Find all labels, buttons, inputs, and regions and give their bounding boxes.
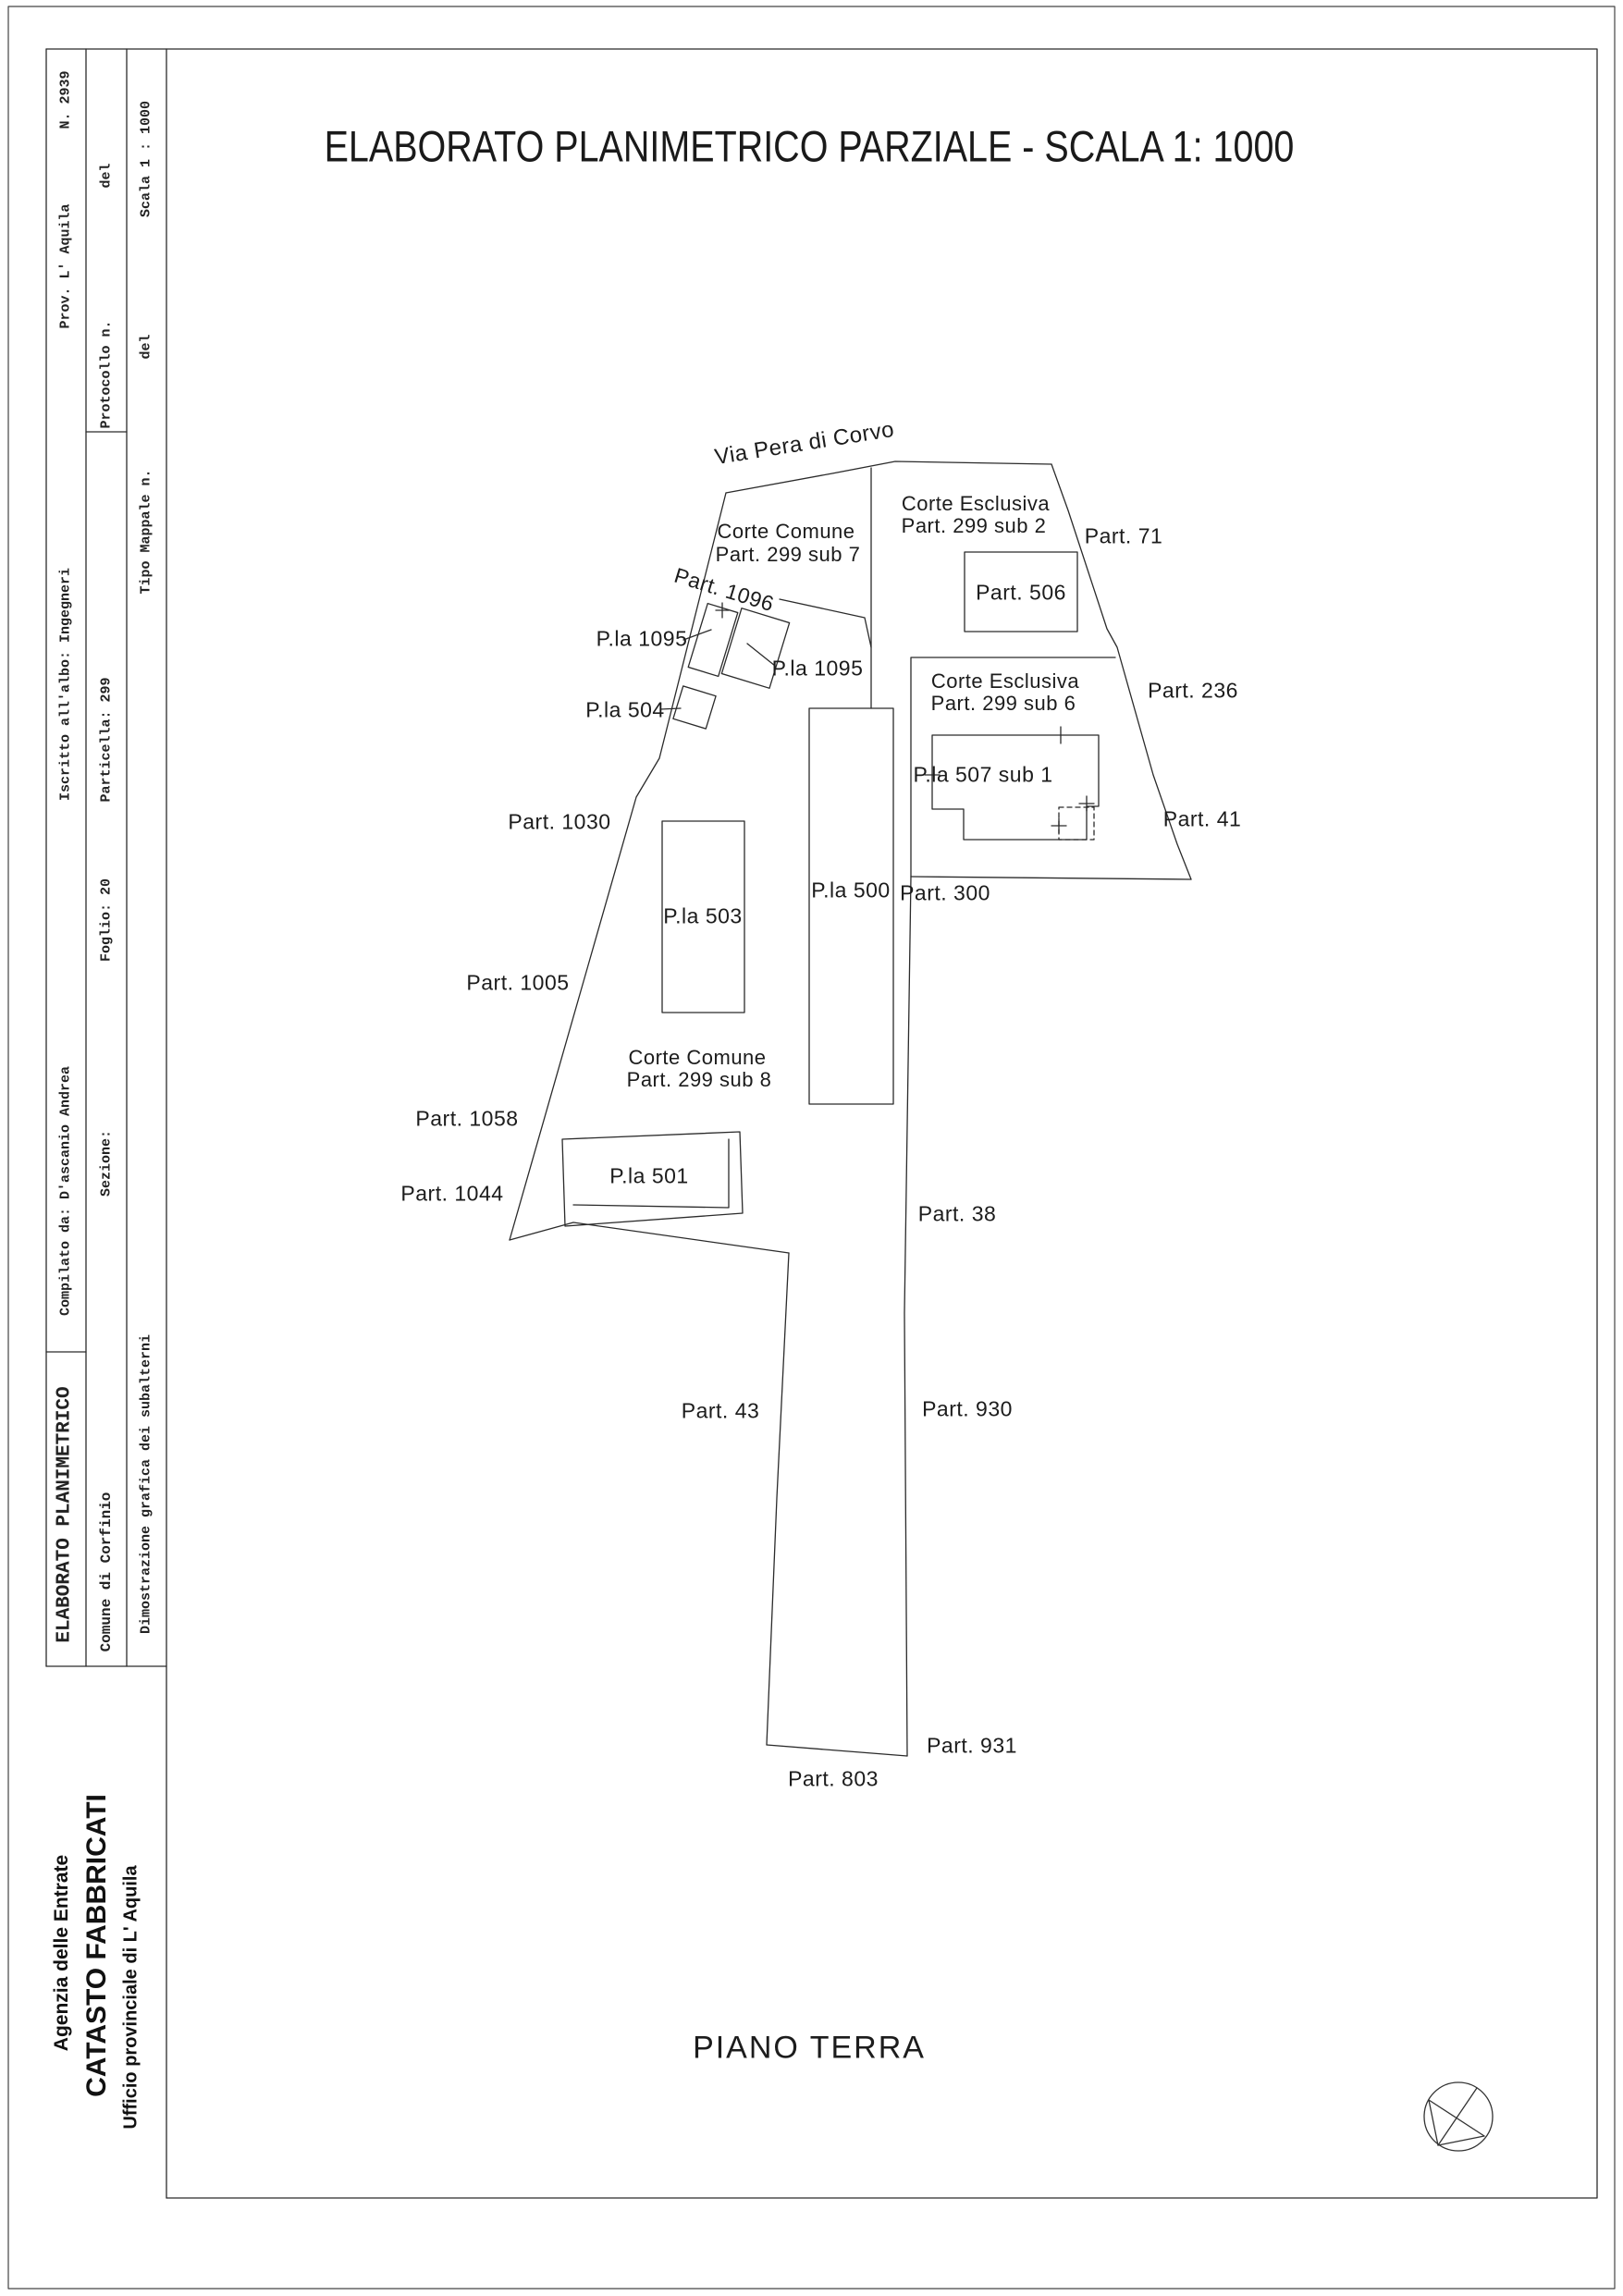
field-numero: N. 2939 [57, 70, 74, 129]
corte-esclusiva-sub6-label: Corte Esclusiva [930, 669, 1080, 693]
field-compilato: Compilato da: D'ascanio Andrea [57, 1065, 74, 1317]
building-label-pla-1095-left: P.la 1095 [596, 626, 688, 651]
field-elaborato: ELABORATO PLANIMETRICO [54, 1386, 76, 1643]
agency-department: CATASTO FABBRICATI [81, 1794, 112, 2097]
corte-comune-sub8-label: Corte Comune [628, 1046, 767, 1069]
agency-office: Ufficio provinciale di L' Aquila [120, 1865, 141, 2130]
corte-comune-sub7-label: Corte Comune [717, 520, 855, 543]
field-del-2: del [138, 334, 154, 360]
compass-icon [1423, 2081, 1494, 2152]
parcel-label-part-41: Part. 41 [1162, 806, 1242, 831]
field-tipo-mappale: Tipo Mappale n. [138, 469, 154, 595]
corte-esclusiva-sub2-part: Part. 299 sub 2 [901, 514, 1047, 537]
parcel-label-part-43: Part. 43 [681, 1398, 760, 1423]
field-dimostrazione: Dimostrazione grafica dei subalterni [138, 1333, 154, 1635]
parcel-label-part-931: Part. 931 [927, 1733, 1017, 1758]
field-sezione: Sezione: [98, 1129, 115, 1197]
building-label-pla-504: P.la 504 [585, 697, 665, 722]
corte-comune-sub8-part: Part. 299 sub 8 [626, 1068, 772, 1091]
building-label-pla-503: P.la 503 [663, 903, 743, 928]
header-table-lines [45, 48, 167, 1667]
parcel-label-part-300: Part. 300 [900, 880, 990, 905]
field-foglio: Foglio: 20 [98, 878, 115, 963]
building-outlines [561, 551, 1100, 1227]
field-particella: Particella: 299 [98, 677, 115, 803]
parcel-label-part-1005: Part. 1005 [466, 970, 570, 995]
sheet-border [7, 6, 1616, 2290]
corte-esclusiva-sub2-label: Corte Esclusiva [901, 492, 1051, 515]
field-comune: Comune di Corfinio [98, 1492, 115, 1652]
field-del-1: del [98, 163, 115, 189]
field-iscritto: Iscritto all'albo: Ingegneri [57, 567, 74, 802]
field-provincia: Prov. L' Aquila [57, 203, 74, 329]
corte-comune-sub7-part: Part. 299 sub 7 [715, 543, 861, 566]
building-label-pla-500: P.la 500 [811, 878, 891, 902]
corte-esclusiva-sub6-part: Part. 299 sub 6 [930, 692, 1076, 715]
parcel-label-part-1044: Part. 1044 [400, 1181, 504, 1206]
drawing-frame [45, 48, 1598, 2199]
parcel-label-part-236: Part. 236 [1148, 678, 1238, 703]
field-protocollo: Protocollo n. [98, 320, 115, 429]
floor-label: PIANO TERRA [693, 2030, 926, 2066]
building-label-part-506: Part. 506 [976, 580, 1066, 605]
field-scala: Scala 1 : 1000 [138, 100, 154, 218]
drawing-title: ELABORATO PLANIMETRICO PARZIALE - SCALA … [324, 121, 1295, 171]
parcel-label-part-803: Part. 803 [788, 1766, 879, 1791]
building-label-pla-501: P.la 501 [609, 1163, 689, 1188]
parcel-label-part-930: Part. 930 [922, 1396, 1013, 1421]
building-label-pla-507-sub1: P.la 507 sub 1 [913, 762, 1053, 787]
parcel-label-part-1030: Part. 1030 [508, 809, 611, 834]
parcel-label-part-38: Part. 38 [917, 1201, 997, 1226]
parcel-boundaries [509, 460, 1192, 1757]
building-label-pla-1095-right: P.la 1095 [771, 656, 864, 681]
parcel-label-part-1058: Part. 1058 [415, 1106, 519, 1131]
agency-name: Agenzia delle Entrate [51, 1854, 72, 2052]
parcel-label-part-71: Part. 71 [1084, 523, 1163, 548]
